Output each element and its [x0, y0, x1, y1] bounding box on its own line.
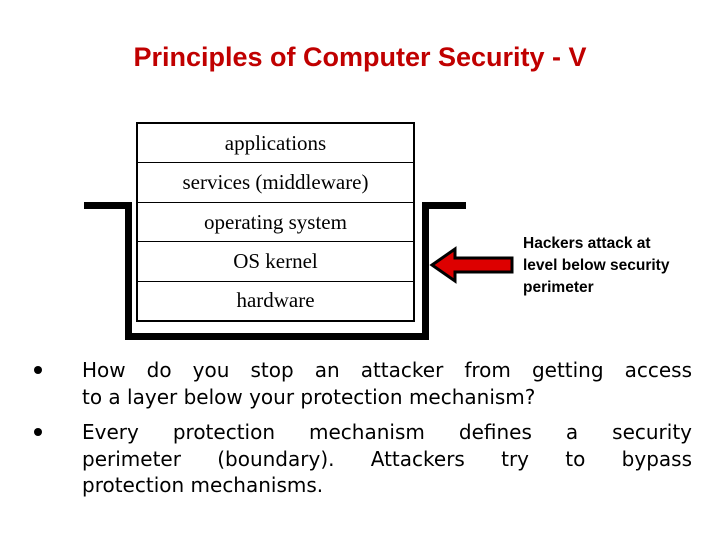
security-perimeter-bracket-stub-right: [422, 202, 466, 209]
page-title: Principles of Computer Security - V: [133, 42, 587, 72]
layer-row-operating-system: operating system: [138, 201, 413, 241]
security-perimeter-bracket-arm-right: [422, 202, 429, 340]
layer-row-hardware: hardware: [138, 280, 413, 320]
layer-stack-diagram: applications services (middleware) opera…: [136, 122, 415, 322]
layer-row-services: services (middleware): [138, 162, 413, 201]
bullet-item-2: Every protection mechanism defines a sec…: [33, 419, 692, 499]
attack-callout: Hackers attack at level below security p…: [523, 233, 713, 299]
bullet-line: protection mechanisms.: [82, 473, 324, 497]
security-perimeter-bracket-arm-left: [125, 202, 132, 340]
bullet-list: How do you stop an attacker from getting…: [33, 357, 692, 499]
bullet-dot-icon: [34, 366, 42, 374]
attack-arrow-icon: [429, 246, 514, 284]
bullet-dot-icon: [34, 428, 42, 436]
layer-row-os-kernel: OS kernel: [138, 241, 413, 280]
security-perimeter-bracket-bottom: [125, 333, 429, 340]
attack-callout-line: Hackers attack at: [523, 235, 651, 252]
bullet-line: perimeter (boundary). Attackers try to b…: [82, 446, 692, 471]
layer-row-applications: applications: [224, 130, 327, 155]
attack-callout-line: perimeter: [523, 279, 594, 296]
bullet-line: Every protection mechanism defines a sec…: [82, 420, 692, 444]
bullet-line: to a layer below your protection mechani…: [82, 384, 536, 409]
bullet-item-1: How do you stop an attacker from getting…: [33, 357, 692, 410]
security-perimeter-bracket-stub-left: [84, 202, 132, 209]
left-block-arrow-icon: [429, 246, 514, 284]
attack-callout-line: level below security: [523, 257, 670, 274]
bullet-line: How do you stop an attacker from getting…: [82, 358, 692, 382]
